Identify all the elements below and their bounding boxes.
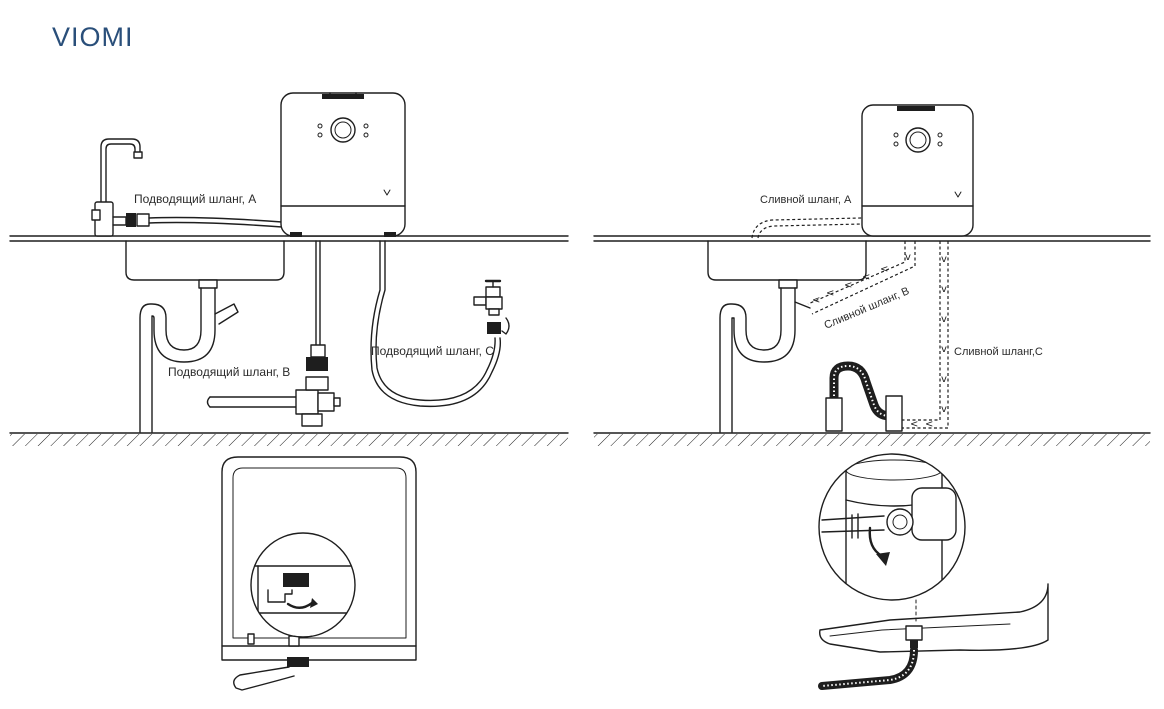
svg-text:v: v (941, 254, 947, 265)
svg-text:v: v (941, 344, 947, 355)
svg-text:<: < (880, 264, 888, 275)
label-drain-hose-c: Сливной шланг,C (954, 346, 1043, 358)
left-scene: Подводящий шланг, A Подводящий шланг, B (9, 92, 569, 691)
countertop-left (9, 235, 569, 242)
siphon-right (719, 279, 798, 433)
inlet-hose-a (148, 216, 283, 228)
floor-left (9, 432, 569, 446)
water-pipe-tee (206, 376, 341, 427)
dishwasher-back-detail (221, 456, 417, 691)
tap-valve-icon (473, 279, 510, 335)
svg-text:v: v (941, 374, 947, 385)
corrugated-standpipe (825, 361, 903, 432)
svg-text:<: < (910, 419, 918, 430)
brand-logo: VIOMI (52, 22, 134, 52)
faucet-icon (91, 138, 150, 237)
label-inlet-hose-b: Подводящий шланг, B (168, 365, 290, 379)
dishwasher-front-left (280, 92, 406, 237)
right-scene: Сливной шланг, A v < < < < < Сливной шла… (593, 104, 1151, 690)
svg-text:v: v (941, 404, 947, 415)
svg-text:<: < (844, 280, 852, 291)
svg-text:<: < (812, 295, 820, 306)
inlet-hose-c (370, 240, 502, 408)
sink-basin-left (125, 240, 285, 281)
label-inlet-hose-c: Подводящий шланг, C (371, 344, 494, 358)
svg-text:v: v (941, 314, 947, 325)
siphon-left (139, 279, 239, 433)
floor-right (593, 432, 1151, 446)
svg-text:v: v (941, 284, 947, 295)
dishwasher-front-right (861, 104, 974, 237)
drain-hose-b: v < < < < < (794, 241, 916, 315)
countertop-right (593, 235, 1151, 242)
rotate-arrow-icon (286, 601, 314, 609)
drain-connection-detail (818, 453, 1049, 690)
label-inlet-hose-a: Подводящий шланг, A (134, 192, 256, 206)
flow-chevron-icon: v (905, 252, 911, 263)
label-drain-hose-a: Сливной шланг, A (760, 194, 852, 206)
svg-text:<: < (862, 272, 870, 283)
inlet-hose-b (306, 240, 328, 371)
drain-hose-a (751, 217, 863, 239)
sink-basin-right (707, 240, 867, 281)
svg-text:<: < (925, 419, 933, 430)
svg-text:<: < (826, 288, 834, 299)
